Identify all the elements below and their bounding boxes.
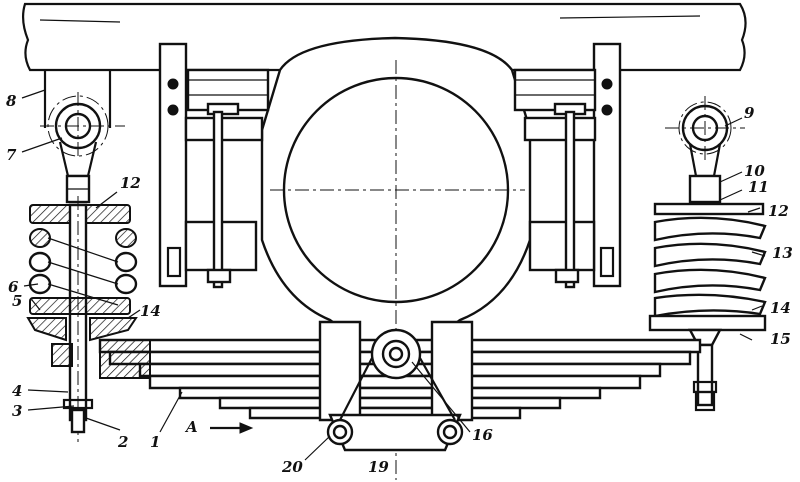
center-clamp xyxy=(318,320,474,452)
callout-8: 8 xyxy=(6,92,17,110)
callout-11: 11 xyxy=(748,178,769,196)
callout-2: 2 xyxy=(117,433,128,451)
callout-5: 5 xyxy=(12,292,22,310)
callout-7: 7 xyxy=(6,146,17,164)
car-body-frame xyxy=(21,2,747,72)
callout-13: 13 xyxy=(772,244,793,262)
callout-6: 6 xyxy=(8,278,19,296)
callout-20: 20 xyxy=(281,458,303,476)
callout-3: 3 xyxy=(12,402,22,420)
callout-10: 10 xyxy=(744,162,765,180)
left-upper-bracket xyxy=(40,70,125,178)
view-arrow-label: A xyxy=(184,418,198,436)
callout-4: 4 xyxy=(12,382,22,400)
callout-16: 16 xyxy=(472,426,493,444)
callout-1: 1 xyxy=(150,433,160,451)
left-strap xyxy=(158,42,270,289)
callout-14-left: 14 xyxy=(140,302,161,320)
callout-15: 15 xyxy=(770,330,791,348)
right-strap xyxy=(513,42,622,289)
right-spring-unit xyxy=(648,96,767,412)
callout-12-left: 12 xyxy=(120,174,141,192)
callout-14-right: 14 xyxy=(770,299,791,317)
view-arrow xyxy=(210,422,254,434)
callout-9: 9 xyxy=(744,104,755,122)
callout-labels: 8 7 12 6 5 14 4 3 2 1 9 10 11 12 13 14 1… xyxy=(6,92,793,476)
callout-19: 19 xyxy=(368,458,389,476)
callout-12-right: 12 xyxy=(768,202,789,220)
leader-lines xyxy=(21,89,766,461)
axle-box-housing xyxy=(260,36,532,480)
left-spring-unit xyxy=(26,174,138,445)
